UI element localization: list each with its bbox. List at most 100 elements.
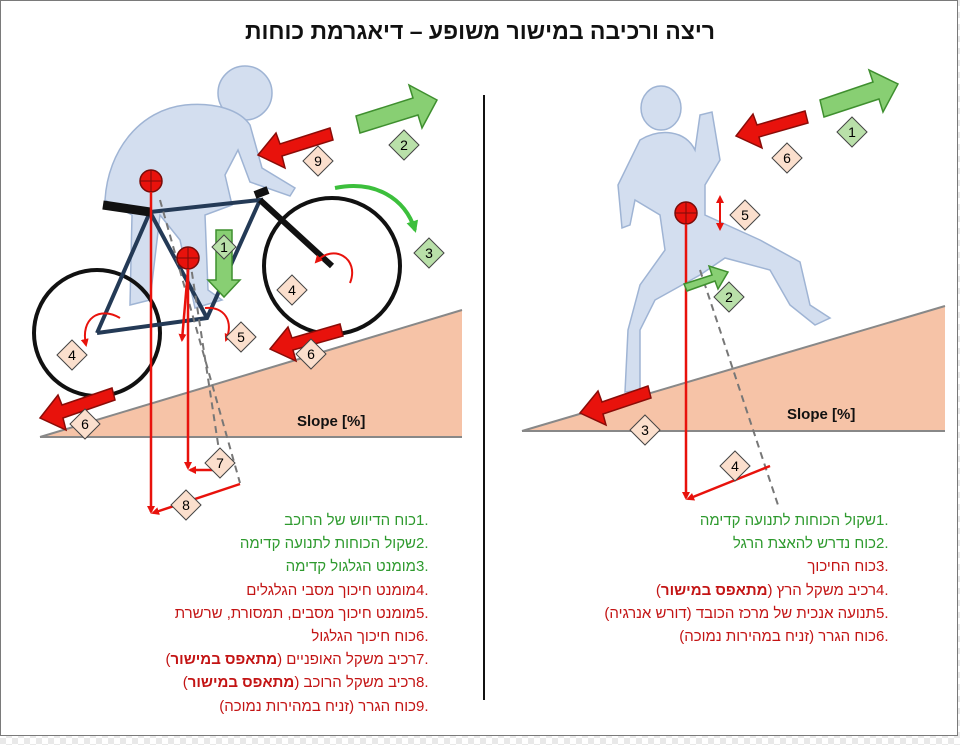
svg-text:5: 5 bbox=[237, 329, 245, 345]
legend-text: שקול הכוחות לתנועה קדימה bbox=[239, 535, 416, 553]
bike-resultant-force-arrow bbox=[355, 83, 439, 134]
bike-legend-item-3: 3.מומנט הגלגול קדימה bbox=[166, 555, 460, 578]
bike-cg-short-arrow bbox=[178, 269, 190, 342]
svg-text:1: 1 bbox=[220, 239, 228, 255]
svg-text:2: 2 bbox=[400, 137, 408, 153]
page-title: ריצה ורכיבה במישור משופע – דיאגרמת כוחות bbox=[244, 18, 716, 44]
rolling-moment-arrow bbox=[334, 184, 419, 233]
legend-emphasis: מתאפס במישור bbox=[660, 581, 768, 599]
rider-weight-component-arrow bbox=[151, 482, 241, 515]
bike-legend-item-6: 6.כוח חיכוך הגלגול bbox=[166, 625, 460, 648]
legend-number: 3. bbox=[876, 558, 889, 576]
svg-text:3: 3 bbox=[641, 422, 649, 438]
legend-text: רכיב משקל הרוכב (מתאפס במישור) bbox=[182, 674, 416, 692]
legend-text: רכיב משקל הרץ (מתאפס במישור) bbox=[655, 581, 876, 599]
rider-center-of-gravity bbox=[139, 169, 163, 193]
legend-text: כוח חיכוך הגלגול bbox=[311, 628, 416, 646]
front-bearing-moment-arrow bbox=[314, 252, 353, 284]
bike-legend-item-8: 8.רכיב משקל הרוכב (מתאפס במישור) bbox=[166, 671, 460, 694]
legend-text: מומנט הגלגול קדימה bbox=[285, 558, 416, 576]
bike-badge-2: 2 bbox=[388, 129, 420, 161]
legend-text: מומנט חיכוך מסבי הגלגלים bbox=[246, 581, 416, 599]
run-legend-item-5: 5.תנועה אנכית של מרכז הכובד (דורש אנרגיה… bbox=[604, 602, 920, 625]
legend-text: כוח הדיווש של הרוכב bbox=[284, 512, 416, 529]
legend-number: 5. bbox=[416, 604, 429, 622]
legend-text: כוח נדרש להאצת הרגל bbox=[732, 535, 876, 553]
run-badge-4: 4 bbox=[719, 450, 751, 482]
run-legend-item-6: 6.כוח הגרר (זניח במהירות נמוכה) bbox=[604, 625, 920, 648]
bike-badge-4-front: 4 bbox=[276, 274, 308, 306]
svg-text:4: 4 bbox=[68, 347, 76, 363]
svg-text:3: 3 bbox=[425, 245, 433, 261]
legend-number: 6. bbox=[876, 628, 889, 646]
bike-dashed-line-1 bbox=[159, 199, 241, 484]
svg-text:6: 6 bbox=[307, 346, 315, 362]
bike-badge-6-front: 6 bbox=[295, 338, 327, 370]
svg-text:7: 7 bbox=[216, 455, 224, 471]
legend-number: 4. bbox=[876, 581, 889, 599]
legend-text: כוח הגרר (זניח במהירות נמוכה) bbox=[679, 628, 876, 646]
svg-text:6: 6 bbox=[81, 416, 89, 432]
bike-slope-line bbox=[39, 309, 463, 438]
rear-rolling-friction-arrow bbox=[38, 387, 116, 432]
legend-number: 4. bbox=[416, 581, 429, 599]
leg-acceleration-arrow bbox=[682, 264, 730, 292]
svg-text:8: 8 bbox=[182, 497, 190, 513]
legend-emphasis: מתאפס במישור bbox=[187, 674, 295, 692]
svg-text:9: 9 bbox=[314, 153, 322, 169]
bike-badge-6-rear: 6 bbox=[69, 408, 101, 440]
run-friction-arrow bbox=[578, 385, 652, 427]
legend-text: רכיב משקל האופניים (מתאפס במישור) bbox=[165, 651, 416, 669]
legend-number: 1. bbox=[416, 512, 429, 529]
run-legend-item-2: 2.כוח נדרש להאצת הרגל bbox=[604, 532, 920, 555]
legend-text: כוח הגרר (זניח במהירות נמוכה) bbox=[219, 697, 416, 715]
legend-number: 8. bbox=[416, 674, 429, 692]
legend-text: מומנט חיכוך מסבים, תמסורת, שרשרת bbox=[174, 604, 416, 622]
bike-badge-8: 8 bbox=[170, 489, 202, 521]
bike-badge-4-rear: 4 bbox=[56, 339, 88, 371]
legend-text: תנועה אנכית של מרכז הכובד (דורש אנרגיה) bbox=[604, 604, 876, 622]
bike-badge-3: 3 bbox=[413, 237, 445, 269]
run-legend-item-4: 4.רכיב משקל הרץ (מתאפס במישור) bbox=[604, 579, 920, 602]
legend-text: שקול הכוחות לתנועה קדימה bbox=[699, 512, 876, 529]
run-resultant-force-arrow bbox=[819, 68, 900, 118]
bike-legend-item-5: 5.מומנט חיכוך מסבים, תמסורת, שרשרת bbox=[166, 602, 460, 625]
rear-bearing-moment-arrow bbox=[80, 312, 121, 347]
svg-text:4: 4 bbox=[288, 282, 296, 298]
legend-number: 5. bbox=[876, 604, 889, 622]
bike-badge-9: 9 bbox=[302, 145, 334, 177]
run-drag-arrow bbox=[734, 110, 809, 150]
legend-number: 1. bbox=[876, 512, 889, 529]
runner-weight-component-arrow bbox=[686, 464, 771, 501]
legend-number: 6. bbox=[416, 628, 429, 646]
run-badge-1: 1 bbox=[836, 116, 868, 148]
run-slope-label: Slope [%] bbox=[787, 406, 856, 423]
legend-number: 3. bbox=[416, 558, 429, 576]
run-badge-6: 6 bbox=[771, 142, 803, 174]
run-dashed-line bbox=[699, 269, 779, 506]
legend-text: כוח החיכוך bbox=[807, 558, 876, 576]
svg-text:2: 2 bbox=[725, 289, 733, 305]
bike-slope-label: Slope [%] bbox=[297, 413, 366, 430]
svg-text:1: 1 bbox=[848, 124, 856, 140]
bike-legend-item-4: 4.מומנט חיכוך מסבי הגלגלים bbox=[166, 579, 460, 602]
legend-number: 2. bbox=[416, 535, 429, 553]
svg-text:6: 6 bbox=[783, 150, 791, 166]
bike-drag-arrow bbox=[256, 127, 334, 170]
front-rolling-friction-arrow bbox=[268, 323, 344, 363]
bike-center-of-gravity bbox=[176, 246, 200, 270]
runner-center-of-gravity bbox=[674, 201, 698, 225]
run-legend-item-3: 3.כוח החיכוך bbox=[604, 555, 920, 578]
bike-legend-item-1: 1.כוח הדיווש של הרוכב bbox=[166, 509, 460, 532]
svg-text:4: 4 bbox=[731, 458, 739, 474]
legend-emphasis: מתאפס במישור bbox=[170, 651, 278, 669]
legend-number: 9. bbox=[416, 697, 429, 715]
run-legend-item-1: 1.שקול הכוחות לתנועה קדימה bbox=[604, 509, 920, 532]
run-badge-2: 2 bbox=[713, 281, 745, 313]
run-badge-3: 3 bbox=[629, 414, 661, 446]
bike-badge-7: 7 bbox=[204, 447, 236, 479]
legend-number: 7. bbox=[416, 651, 429, 669]
run-badge-5: 5 bbox=[729, 199, 761, 231]
